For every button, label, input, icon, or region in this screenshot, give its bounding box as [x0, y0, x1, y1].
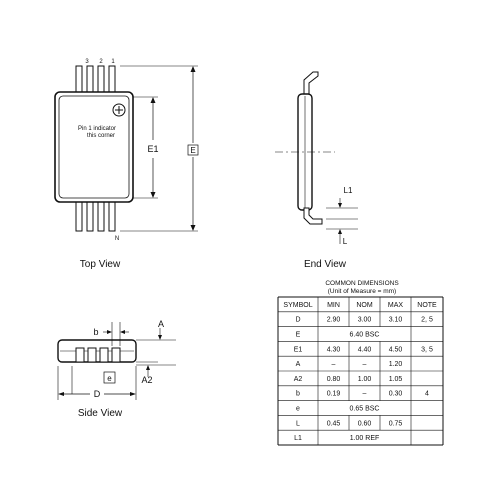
side-lead — [87, 347, 97, 363]
dimensions-table: COMMON DIMENSIONS (Unit of Measure = mm)… — [277, 280, 444, 446]
table-value-cell: 0.75 — [389, 420, 403, 427]
table-value-cell: 2.90 — [327, 317, 341, 324]
table-value-cell: 0.80 — [327, 376, 341, 383]
table-value-cell: 0.45 — [327, 420, 341, 427]
table-merged-cell: 0.65 BSC — [350, 406, 380, 413]
pin-label: 3 — [85, 59, 89, 65]
table-symbol-cell: E1 — [294, 346, 303, 353]
pin-label: 1 — [111, 59, 115, 65]
table-value-cell: 3.10 — [389, 317, 403, 324]
table-symbol-cell: L — [296, 420, 300, 427]
table-header-cell: MAX — [388, 302, 404, 309]
end-view: L1 L End View — [275, 71, 358, 270]
top-view: 3 2 1 N Pin 1 indicator this corner E1 E… — [54, 59, 199, 270]
side-view-caption: Side View — [78, 408, 123, 419]
table-value-cell: – — [332, 361, 336, 368]
table-symbol-cell: L1 — [294, 435, 302, 442]
table-note-cell: 2, 5 — [421, 317, 433, 324]
pin1-indicator-label-2: this corner — [87, 133, 115, 139]
side-lead — [111, 347, 121, 363]
table-value-cell: 0.60 — [358, 420, 372, 427]
table-header-cell: SYMBOL — [283, 302, 312, 309]
table-value-cell: 3.00 — [358, 317, 372, 324]
l-dimension-label: L — [343, 237, 348, 246]
table-value-cell: 4.50 — [389, 346, 403, 353]
table-merged-cell: 1.00 REF — [350, 435, 380, 442]
table-value-cell: 0.19 — [327, 391, 341, 398]
table-value-cell: 1.05 — [389, 376, 403, 383]
table-value-cell: – — [363, 391, 367, 398]
table-note-cell: 3, 5 — [421, 346, 433, 353]
a-dimension-label: A — [158, 319, 164, 329]
package-body-outer — [54, 91, 134, 203]
table-symbol-cell: D — [295, 317, 300, 324]
pin-label: 2 — [99, 59, 103, 65]
table-value-cell: 1.00 — [358, 376, 372, 383]
top-view-caption: Top View — [80, 259, 121, 270]
bottom-lead — [108, 197, 116, 232]
table-header-cell: NOTE — [417, 302, 437, 309]
table-symbol-cell: A2 — [294, 376, 303, 383]
side-view: b A A2 e D Side View — [57, 319, 176, 419]
table-symbol-cell: A — [296, 361, 301, 368]
table-merged-cell: 6.40 BSC — [350, 332, 380, 339]
table-value-cell: 4.30 — [327, 346, 341, 353]
l1-dimension-label: L1 — [344, 186, 353, 195]
bottom-lead — [75, 197, 83, 232]
a2-dimension-label: A2 — [141, 375, 152, 385]
table-symbol-cell: e — [296, 406, 300, 413]
table-title: COMMON DIMENSIONS — [325, 280, 399, 287]
lower-lead — [303, 207, 323, 225]
pin-n-label: N — [115, 236, 119, 242]
table-value-cell: 0.30 — [389, 391, 403, 398]
table-value-cell: 1.20 — [389, 361, 403, 368]
table-header-cell: NOM — [356, 302, 373, 309]
table-value-cell: 4.40 — [358, 346, 372, 353]
table-value-cell: – — [363, 361, 367, 368]
package-body-inner — [58, 95, 130, 199]
b-dimension-label: b — [93, 327, 98, 337]
table-subtitle: (Unit of Measure = mm) — [328, 288, 396, 295]
bottom-lead — [97, 197, 105, 232]
e1-dimension-label: E1 — [147, 144, 158, 154]
e-pitch-label: e — [107, 374, 112, 383]
end-view-caption: End View — [304, 259, 347, 270]
table-cells: SYMBOL MIN NOM MAX NOTE D 2.90 3.00 3.10 2, 5 E 6.4… — [283, 302, 437, 442]
e-dimension-label: E — [190, 146, 195, 155]
bottom-lead — [86, 197, 94, 232]
side-lead — [75, 347, 85, 363]
table-header-cell: MIN — [327, 302, 340, 309]
table-symbol-cell: E — [296, 332, 301, 339]
table-grid — [277, 296, 444, 446]
table-note-cell: 4 — [425, 391, 429, 398]
upper-lead — [303, 71, 319, 97]
table-symbol-cell: b — [296, 391, 300, 398]
side-lead — [99, 347, 109, 363]
pin1-indicator-label: Pin 1 indicator — [78, 126, 116, 132]
d-dimension-label: D — [94, 389, 101, 399]
